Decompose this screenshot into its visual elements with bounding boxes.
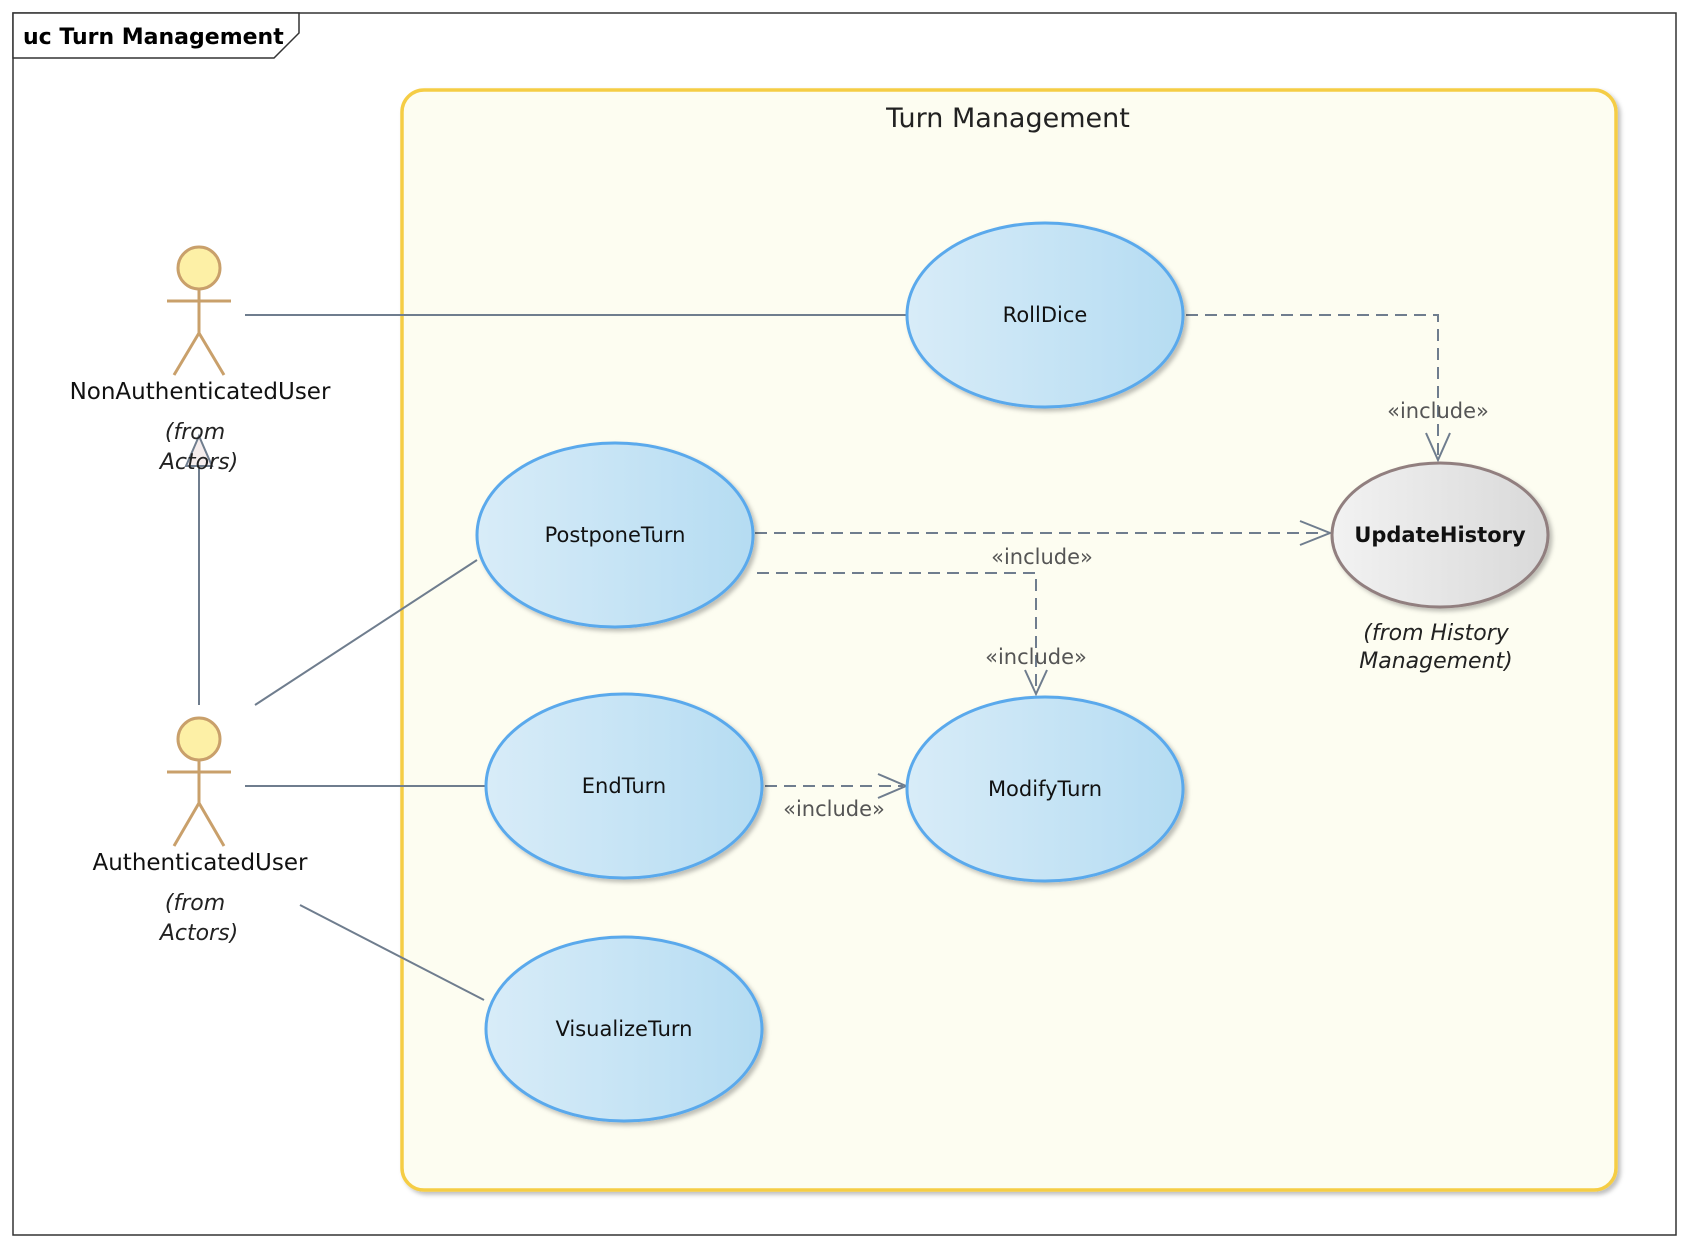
actor-note: (from	[165, 420, 225, 445]
stereotype-label: «include»	[1387, 399, 1489, 423]
include-postpone-updatehistory-arrowhead	[1299, 520, 1333, 546]
usecase-postponeturn[interactable]: PostponeTurn	[475, 441, 755, 629]
actor-head	[176, 245, 222, 291]
generalization-arrowhead	[184, 433, 214, 467]
actor-nonauthenticateduser[interactable]	[167, 245, 231, 376]
boundary-title: Turn Management	[885, 103, 1130, 134]
actor-note: Actors)	[158, 921, 238, 946]
actor-name: NonAuthenticatedUser	[70, 379, 331, 405]
usecase-label: VisualizeTurn	[556, 1017, 693, 1041]
assoc-auth-visualize[interactable]	[299, 904, 485, 1001]
stereotype-label: «include»	[783, 797, 885, 821]
usecase-rolldice[interactable]: RollDice	[905, 221, 1185, 409]
actor-legs	[172, 330, 226, 376]
actor-note: (from	[165, 891, 225, 916]
include-rolldice-updatehistory[interactable]	[1186, 314, 1439, 458]
stereotype-label: «include»	[991, 545, 1093, 569]
actor-legs	[172, 800, 226, 847]
usecase-modifyturn[interactable]: ModifyTurn	[905, 695, 1185, 883]
usecase-visualizeturn[interactable]: VisualizeTurn	[484, 935, 764, 1123]
updatehistory-note: (from History	[1363, 621, 1510, 646]
include-rolldice-updatehistory-arrowhead	[1425, 432, 1451, 463]
actor-authenticateduser[interactable]	[167, 716, 231, 847]
frame-title: uc Turn Management	[23, 25, 284, 50]
usecase-label: RollDice	[1003, 303, 1088, 327]
usecase-updatehistory[interactable]: UpdateHistory	[1330, 461, 1550, 609]
include-postpone-modifyturn-arrowhead	[1024, 669, 1048, 697]
assoc-auth-postpone[interactable]	[254, 559, 478, 706]
updatehistory-note: Management)	[1359, 649, 1513, 674]
usecase-endturn[interactable]: EndTurn	[484, 692, 764, 880]
frame-title-tab	[12, 12, 300, 59]
usecase-label: PostponeTurn	[545, 523, 686, 547]
actor-note: Actors)	[158, 450, 238, 475]
stereotype-label: «include»	[985, 645, 1087, 669]
actor-name: AuthenticatedUser	[93, 850, 309, 876]
actor-head	[176, 716, 222, 762]
usecase-label: EndTurn	[582, 774, 666, 798]
usecase-label: ModifyTurn	[988, 777, 1102, 801]
usecase-label: UpdateHistory	[1354, 523, 1526, 547]
system-boundary	[400, 88, 1618, 1192]
